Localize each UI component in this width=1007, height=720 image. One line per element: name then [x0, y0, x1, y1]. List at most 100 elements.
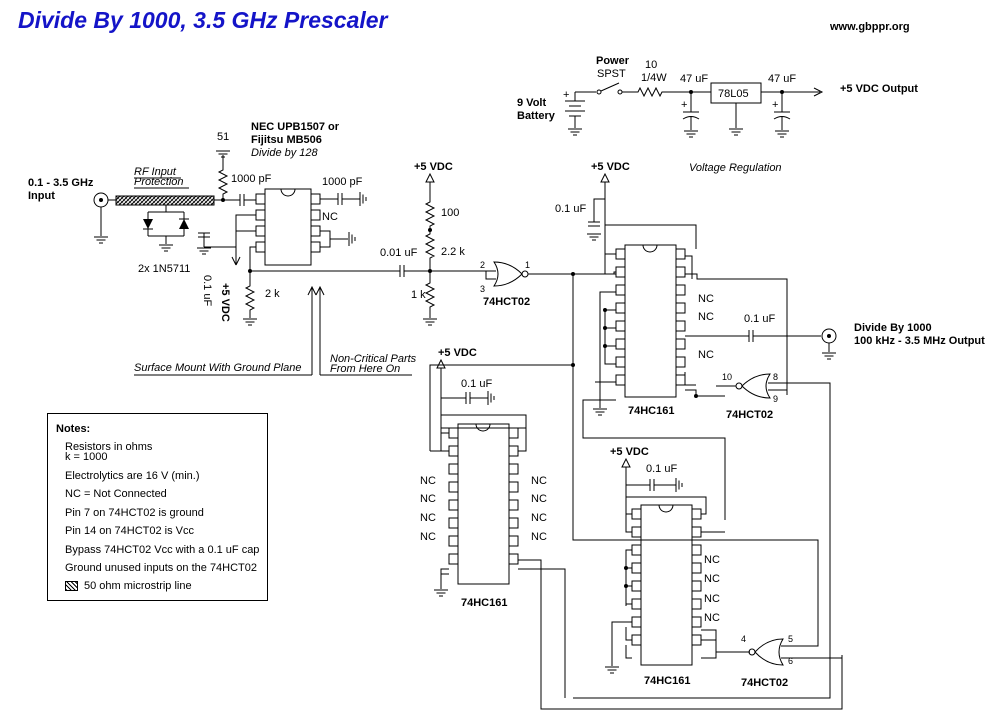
counter-chip-2 — [448, 423, 519, 585]
output-connector — [821, 328, 837, 360]
nor-gate-3 — [626, 539, 843, 666]
noncritical-label: Non-Critical Parts — [330, 353, 417, 365]
microstrip-line — [115, 195, 215, 206]
c01-top-label: 0.1 uF — [555, 203, 586, 215]
c1000b-label: 1000 pF — [322, 176, 363, 188]
r1k-label: 1 k — [411, 289, 426, 301]
page-title: Divide By 1000, 3.5 GHz Prescaler — [18, 7, 389, 33]
input-label: Input — [28, 190, 55, 202]
website-label: www.gbppr.org — [829, 21, 910, 33]
gate2-label: 74HCT02 — [726, 409, 773, 421]
nc-c2-6: NC — [531, 493, 547, 505]
c1000a-label: 1000 pF — [231, 173, 272, 185]
diodes-label: 2x 1N5711 — [138, 263, 190, 275]
nc-c2-8: NC — [531, 531, 547, 543]
power-label: Power — [596, 55, 630, 67]
nc-c3-2: NC — [704, 573, 720, 585]
nc-c2-4: NC — [420, 531, 436, 543]
pin9-label: 9 — [773, 394, 778, 404]
pin8-label: 8 — [773, 372, 778, 382]
nc-c1-2: NC — [698, 311, 714, 323]
protection-diodes — [143, 205, 189, 252]
prescaler-label: NEC UPB1507 or — [251, 121, 340, 133]
notes-box: Notes: Resistors in ohms k = 1000 Electr… — [47, 413, 268, 601]
nc-c3-1: NC — [704, 554, 720, 566]
counter-3-label: 74HC161 — [644, 675, 690, 687]
battery-label: 9 Volt — [517, 97, 546, 109]
c01-bot-label: 0.1 uF — [646, 463, 677, 475]
counter-1-label: 74HC161 — [628, 405, 674, 417]
pin10-label: 10 — [722, 372, 732, 382]
nor-gate-2 — [573, 373, 831, 699]
vdc5-vertical-label: +5 VDC — [219, 283, 231, 322]
pin3-label: 3 — [480, 284, 485, 294]
nc-c2-1: NC — [420, 475, 436, 487]
note-line: k = 1000 — [65, 451, 108, 463]
rf-protection-label-2: Protection — [134, 176, 184, 188]
svg-text:+: + — [681, 99, 687, 111]
pin4-label: 4 — [741, 634, 746, 644]
noncritical-label-2: From Here On — [330, 363, 400, 375]
gate3-label: 74HCT02 — [741, 677, 788, 689]
notes-header: Notes: — [56, 423, 91, 435]
r22k-label: 2.2 k — [441, 246, 465, 258]
nor-gate-1 — [478, 261, 614, 287]
note-line: 50 ohm microstrip line — [65, 580, 192, 592]
r51-label: 51 — [217, 131, 229, 143]
output-label: Divide By 1000 — [854, 322, 932, 334]
nc-c3-3: NC — [704, 593, 720, 605]
spst-label: SPST — [597, 68, 626, 80]
prescaler-label-2: Fijitsu MB506 — [251, 134, 322, 146]
c01uf-vertical-label: 0.1 uF — [201, 275, 213, 306]
counter-2-label: 74HC161 — [461, 597, 507, 609]
nc-c2-7: NC — [531, 512, 547, 524]
note-line: Ground unused inputs on the 74HCT02 — [65, 562, 258, 574]
counter-chip-1 — [615, 244, 686, 398]
c47b-label: 47 uF — [768, 73, 796, 85]
note-line: Bypass 74HCT02 Vcc with a 0.1 uF cap — [65, 544, 260, 556]
vdc5-label-4: +5 VDC — [610, 446, 649, 458]
svg-text:+: + — [563, 89, 569, 101]
note-line: Pin 14 on 74HCT02 is Vcc — [65, 525, 195, 537]
nc-c2-2: NC — [420, 493, 436, 505]
power-switch[interactable] — [596, 82, 623, 95]
output-freq-label: 100 kHz - 3.5 MHz Output — [854, 335, 985, 347]
vreg-label: Voltage Regulation — [689, 162, 782, 174]
nc-c1-1: NC — [698, 293, 714, 305]
pin1-label: 1 — [525, 260, 530, 270]
input-freq-label: 0.1 - 3.5 GHz — [28, 177, 94, 189]
nec-prescaler-chip — [255, 188, 321, 266]
note-line: Pin 7 on 74HCT02 is ground — [65, 507, 204, 519]
rf-protection-label: RF Input — [134, 166, 177, 178]
nc-c1-3: NC — [698, 349, 714, 361]
nc-c2-3: NC — [420, 512, 436, 524]
battery-label-2: Battery — [517, 110, 556, 122]
vdc5-label-3: +5 VDC — [438, 347, 477, 359]
c01-out-label: 0.1 uF — [744, 313, 775, 325]
nc-c2-5: NC — [531, 475, 547, 487]
vout-label: +5 VDC Output — [840, 83, 918, 95]
vdc5-label-2: +5 VDC — [591, 161, 630, 173]
r100-label: 100 — [441, 207, 459, 219]
regulator-label: 78L05 — [718, 88, 749, 100]
counter-chip-3 — [631, 504, 702, 666]
input-connector — [93, 192, 109, 244]
microstrip-legend-icon — [65, 581, 78, 592]
r10-label: 10 — [645, 59, 657, 71]
gate1-label: 74HCT02 — [483, 296, 530, 308]
note-line: NC = Not Connected — [65, 488, 167, 500]
nc-c3-4: NC — [704, 612, 720, 624]
battery: + — [563, 89, 585, 136]
prescaler-label-3: Divide by 128 — [251, 147, 319, 159]
note-line: Electrolytics are 16 V (min.) — [65, 470, 200, 482]
pin6-label: 6 — [788, 656, 793, 666]
pin5-label: 5 — [788, 634, 793, 644]
svg-text:+: + — [772, 99, 778, 111]
pin2-label: 2 — [480, 260, 485, 270]
c01-mid-label: 0.1 uF — [461, 378, 492, 390]
r2k-label: 2 k — [265, 288, 280, 300]
c001-label: 0.01 uF — [380, 247, 418, 259]
nc-prescaler: NC — [322, 211, 338, 223]
surface-mount-label: Surface Mount With Ground Plane — [134, 362, 301, 374]
vdc5-label-1: +5 VDC — [414, 161, 453, 173]
